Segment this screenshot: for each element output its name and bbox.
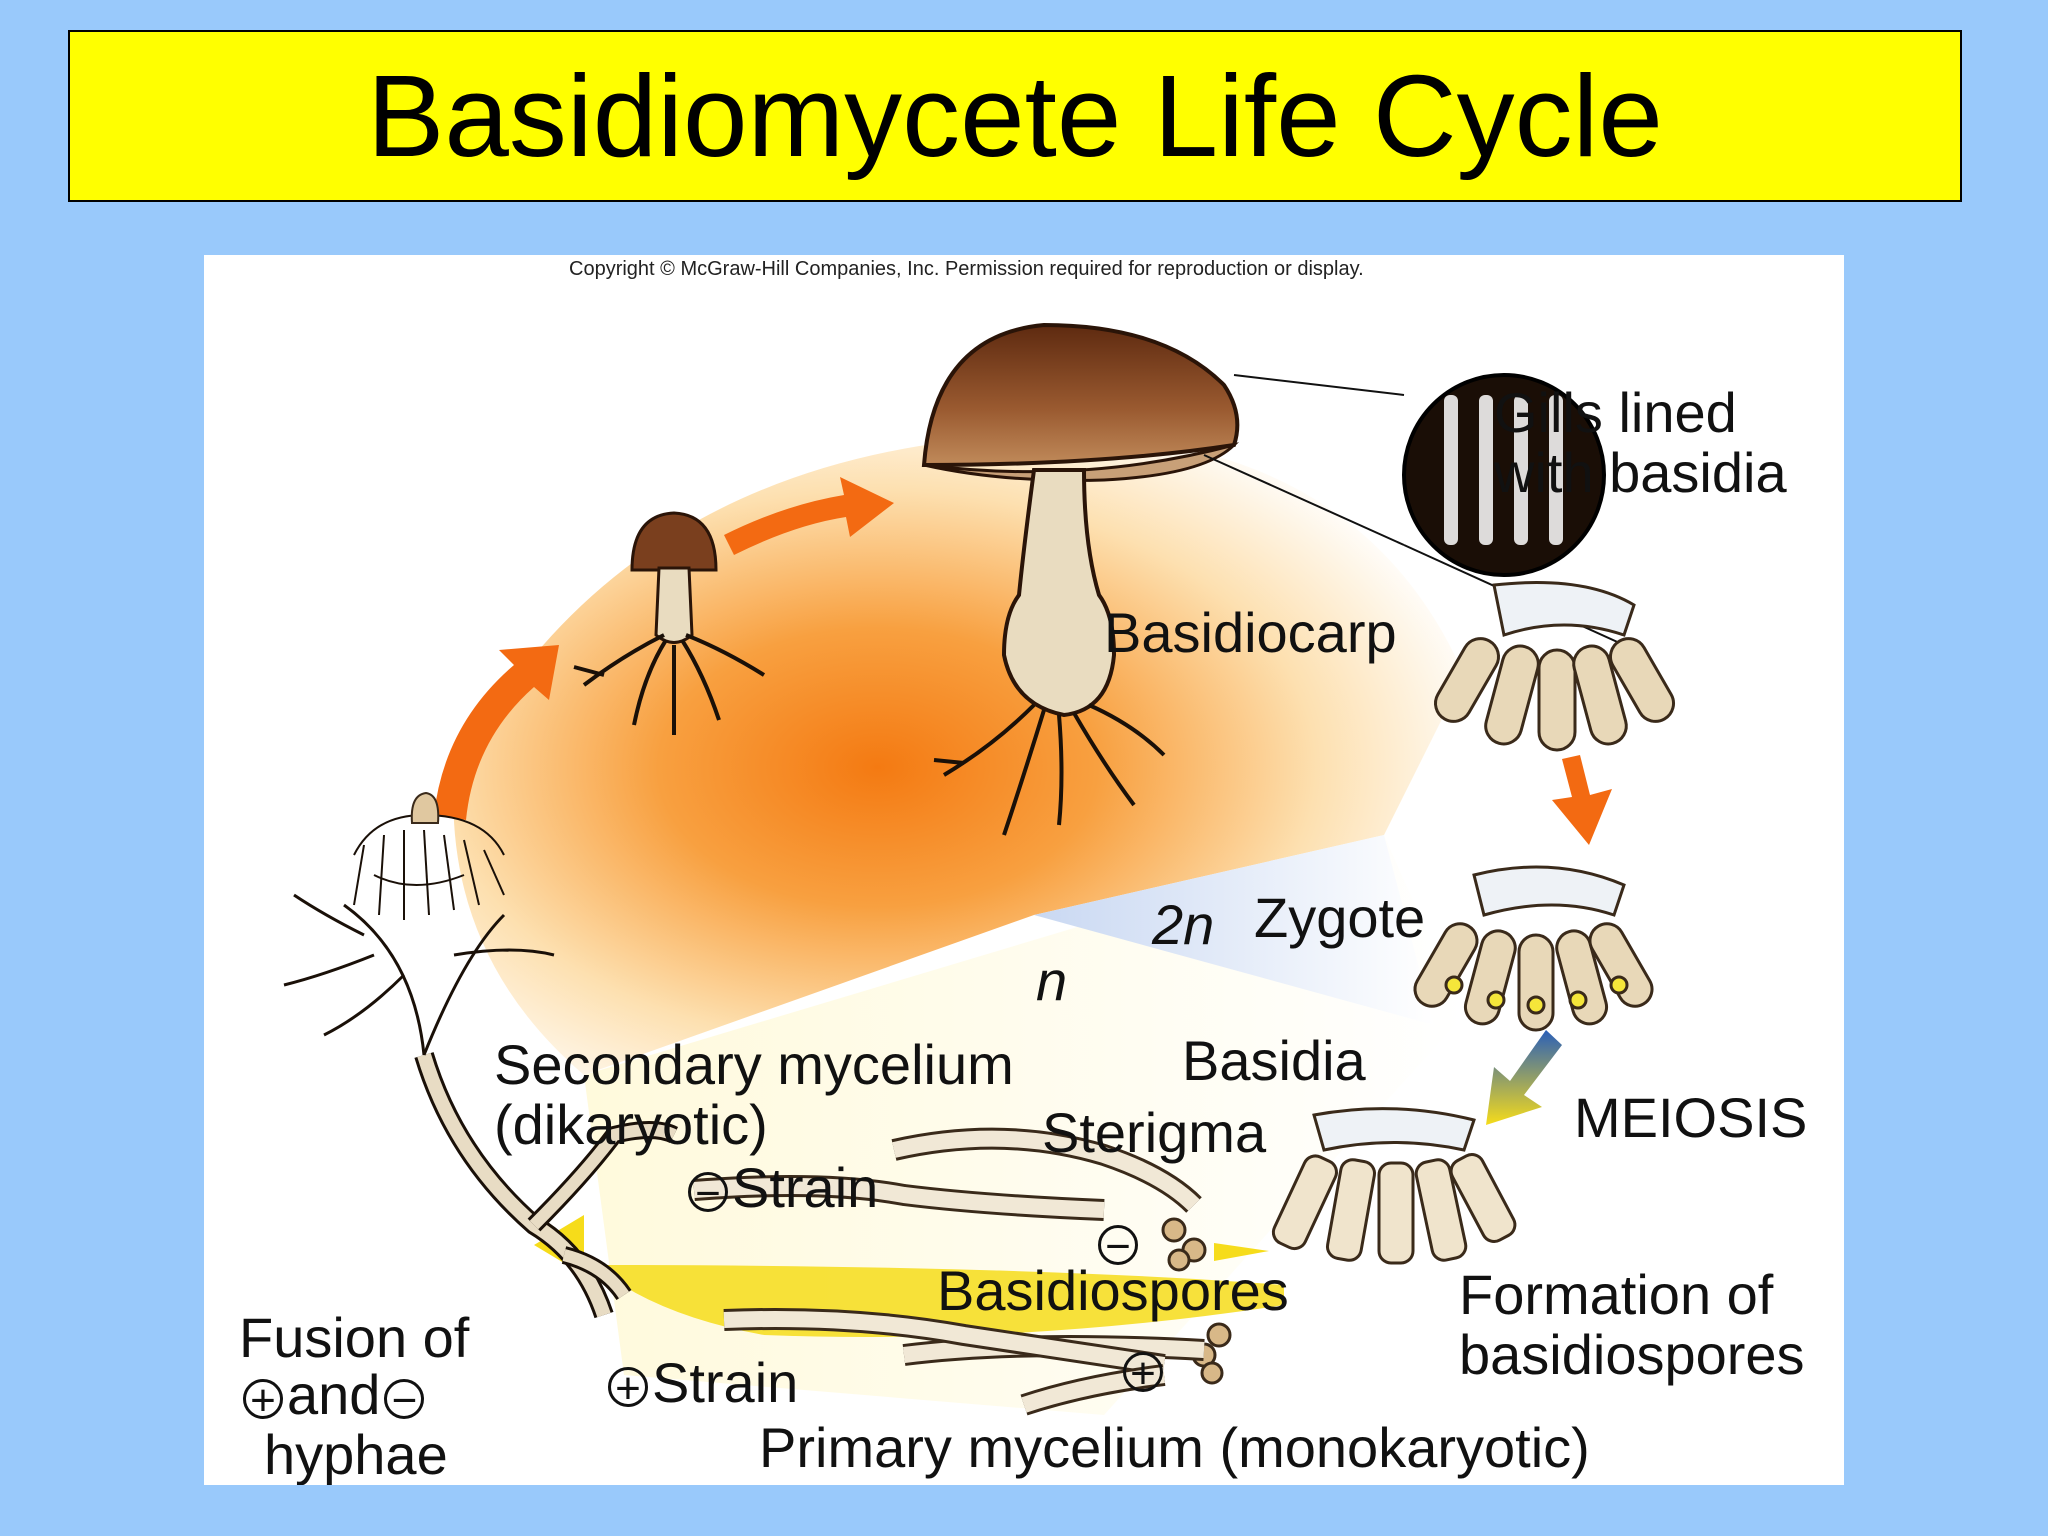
basidiocarp-label: Basidiocarp <box>1104 601 1397 664</box>
slide-title: Basidiomycete Life Cycle <box>367 51 1663 181</box>
fusion-plus-sign: + <box>243 1379 283 1423</box>
plus-strain-text: Strain <box>652 1351 799 1414</box>
copyright-notice: Copyright © McGraw-Hill Companies, Inc. … <box>569 258 1364 280</box>
fusion-label-line3: hyphae <box>264 1423 448 1485</box>
minus-spore-sign: − <box>1098 1225 1138 1269</box>
title-banner: Basidiomycete Life Cycle <box>68 30 1962 202</box>
minus-strain-label: −Strain <box>684 1160 878 1216</box>
minus-spore-sign-wrap: − <box>1094 1213 1142 1269</box>
primordium <box>410 791 440 824</box>
primary-mycelium-label: Primary mycelium (monokaryotic) <box>759 1416 1590 1479</box>
ploidy-2n-label: 2n <box>1152 893 1215 956</box>
young-mushroom <box>573 511 766 735</box>
formation-label-line1: Formation of <box>1459 1263 1774 1326</box>
gills-magnified <box>1402 373 1625 646</box>
minus-sign: − <box>688 1172 728 1216</box>
secondary-mycelium-label-line2: (dikaryotic) <box>494 1093 768 1156</box>
basidia-cluster-meiosis <box>1271 1107 1517 1265</box>
formation-label-line2: basidiospores <box>1459 1323 1805 1386</box>
basidia-label: Basidia <box>1182 1029 1366 1092</box>
basidiocarp-mushroom <box>921 322 1405 836</box>
plus-spore-sign-wrap: + <box>1119 1340 1167 1396</box>
plus-sign: + <box>608 1367 648 1411</box>
diploid-zone <box>453 434 1464 1076</box>
basidia-cluster-zygote <box>1413 865 1654 1032</box>
fusion-label-line1: Fusion of <box>239 1306 470 1369</box>
gills-label-line2: with basidia <box>1494 441 1787 504</box>
cycle-arrows-orange <box>434 477 1612 845</box>
sterigma-label: Sterigma <box>1042 1101 1267 1164</box>
life-cycle-diagram <box>283 322 1675 1416</box>
ploidy-n-label: n <box>1036 949 1068 1012</box>
basidia-cluster-top <box>1434 581 1675 752</box>
fusion-minus-sign: − <box>384 1379 425 1423</box>
mycelium-ball <box>353 813 505 920</box>
zygote-wedge <box>1034 835 1434 1025</box>
plus-strain-label: +Strain <box>604 1355 798 1411</box>
gills-label-line1: Gills lined <box>1494 381 1737 444</box>
secondary-mycelium-tree <box>283 893 679 1319</box>
secondary-mycelium-label-line1: Secondary mycelium <box>494 1033 1014 1096</box>
meiosis-label: MEIOSIS <box>1574 1086 1808 1149</box>
basidiospores-label: Basidiospores <box>937 1259 1289 1322</box>
fusion-label-line2: +and− <box>239 1367 428 1423</box>
minus-strain-text: Strain <box>732 1156 879 1219</box>
plus-spore-sign: + <box>1123 1352 1163 1396</box>
fusion-and-text: and <box>287 1363 381 1426</box>
zygote-label: Zygote <box>1254 886 1426 949</box>
life-cycle-figure: Copyright © McGraw-Hill Companies, Inc. … <box>204 255 1844 1485</box>
meiosis-arrow <box>1486 1030 1562 1125</box>
hyphae <box>693 1127 1205 1416</box>
